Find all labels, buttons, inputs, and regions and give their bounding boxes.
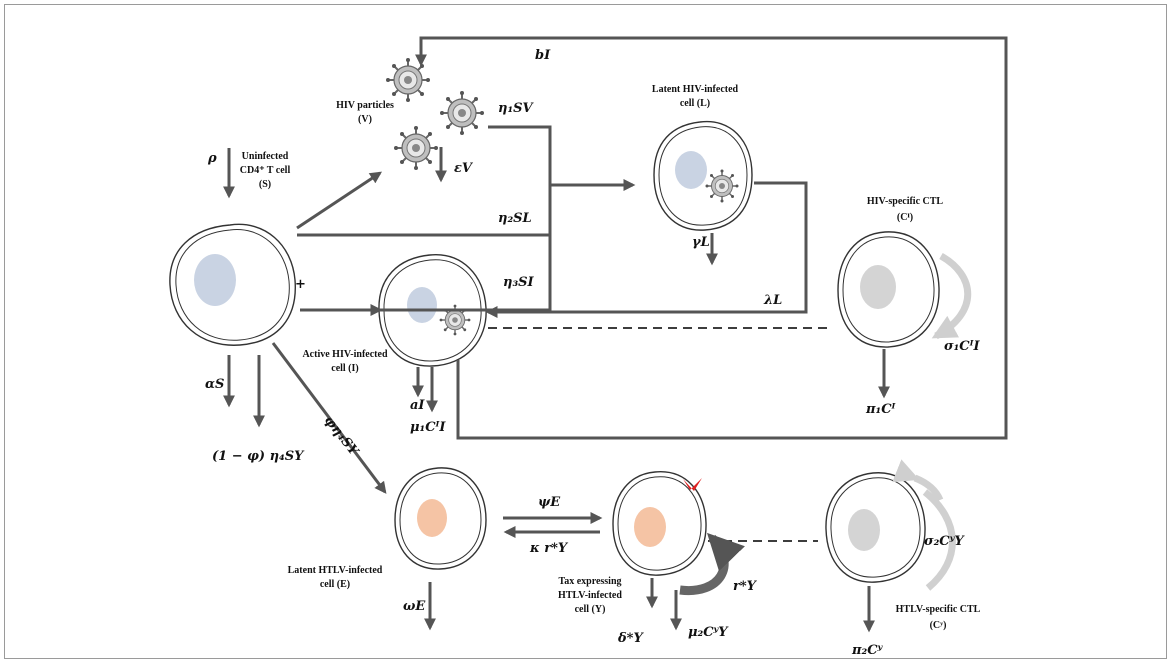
cell-tax-htlv: [613, 472, 706, 575]
rate-rstar: r*Y: [733, 579, 758, 594]
cell-latent-htlv: [395, 468, 486, 569]
label-susceptible-line3: (S): [259, 179, 271, 190]
label-active-hiv-line2: cell (I): [331, 363, 359, 374]
cell-susceptible: [170, 224, 295, 345]
cell-htlv-ctl: [826, 473, 925, 582]
label-hiv-ctl-line2: (Cᴵ): [897, 212, 913, 223]
lambda-l-line: [488, 183, 806, 312]
label-hiv-particles-line1: HIV particles: [336, 100, 394, 111]
rate-mu1: μ₁CᴵI: [410, 420, 446, 435]
rate-lambdaL: λL: [763, 293, 782, 308]
label-htlv-ctl-line1: HTLV-specific CTL: [896, 604, 981, 615]
label-hiv-particles-line2: (V): [358, 114, 372, 125]
label-latent-htlv-line1: Latent HTLV-infected: [288, 565, 383, 576]
hiv-particles: [386, 58, 484, 170]
rate-alphaS: αS: [205, 377, 224, 392]
rate-sigma1: σ₁CᴵI: [944, 339, 980, 354]
rate-plus: +: [295, 277, 306, 292]
label-tax-htlv-line2: HTLV-infected: [558, 590, 622, 601]
infection-s-to-v-arrow: [297, 173, 380, 228]
rate-mu2: μ₂CʸY: [688, 625, 729, 640]
label-htlv-ctl-line2: (Cʸ): [930, 620, 947, 631]
rate-bI: bI: [535, 48, 551, 63]
rate-epsV: εV: [454, 161, 474, 176]
rate-pi2: π₂Cʸ: [851, 643, 884, 658]
rate-kappa: κ r*Y: [529, 541, 569, 556]
rate-eta2SL: η₂SL: [498, 211, 532, 226]
rate-sigma2: σ₂CʸY: [924, 534, 965, 549]
rate-rho: ρ: [207, 151, 217, 166]
rate-phi-eta4: φη₄SY: [321, 413, 362, 460]
label-latent-htlv-line2: cell (E): [320, 579, 350, 590]
rate-pi1: π₁Cᴵ: [865, 402, 897, 417]
rate-eta1SV: η₁SV: [498, 101, 535, 116]
label-tax-htlv-line1: Tax expressing: [558, 576, 621, 587]
label-susceptible-line2: CD4⁺ T cell: [240, 165, 291, 176]
label-active-hiv-line1: Active HIV-infected: [302, 349, 388, 360]
rate-psiE: ψE: [538, 495, 561, 510]
rate-aI: aI: [410, 398, 425, 413]
cell-hiv-ctl: [838, 232, 939, 347]
cell-latent-hiv: [654, 122, 752, 231]
label-latent-hiv-line1: Latent HIV-infected: [652, 84, 739, 95]
label-latent-hiv-line2: cell (L): [680, 98, 710, 109]
label-hiv-ctl-line1: HIV-specific CTL: [867, 196, 944, 207]
sigma1-curve-arrow: [936, 256, 968, 336]
rate-omegaE: ωE: [403, 599, 426, 614]
label-susceptible-line1: Uninfected: [242, 151, 289, 162]
rate-eta3SI: η₃SI: [503, 275, 535, 290]
label-tax-htlv-line3: cell (Y): [575, 604, 606, 615]
rate-gammaL: γL: [692, 235, 710, 250]
rate-delta: δ*Y: [617, 631, 644, 646]
rate-one-minus-phi: (1 − φ) η₄SY: [212, 449, 305, 464]
